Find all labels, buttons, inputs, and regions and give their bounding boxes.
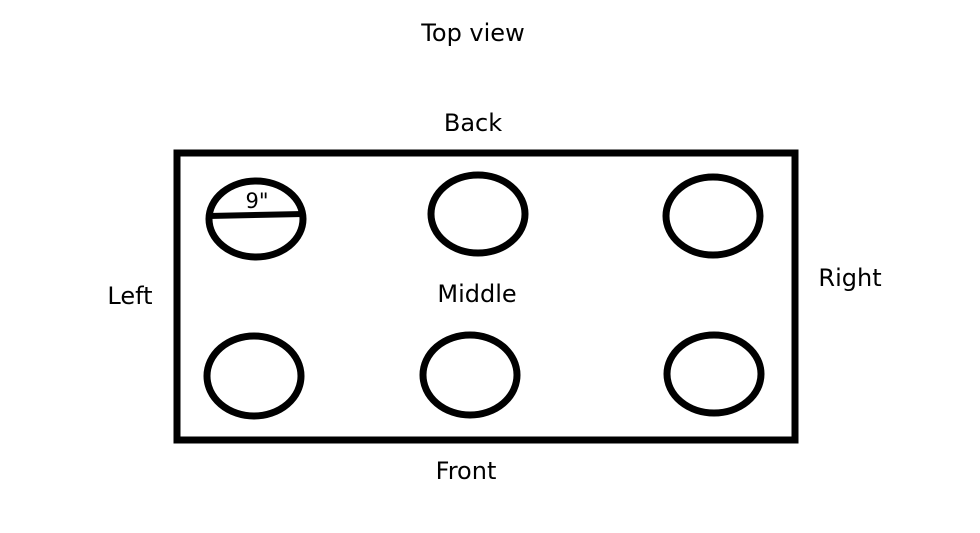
- hole-back-middle: [427, 171, 529, 257]
- hole-front-left: [203, 332, 305, 420]
- right-side-label: Right: [818, 264, 882, 292]
- front-side-label: Front: [435, 457, 497, 485]
- hole-front-right: [663, 331, 765, 417]
- hole-back-left: [205, 177, 307, 261]
- diameter-line: [208, 211, 304, 219]
- diagram-title: Top view: [421, 19, 525, 47]
- back-side-label: Back: [443, 109, 503, 137]
- hole-front-middle: [419, 331, 521, 419]
- hole-back-right: [662, 173, 764, 259]
- middle-label: Middle: [437, 280, 517, 308]
- left-side-label: Left: [107, 282, 153, 310]
- diameter-label: 9": [245, 189, 268, 213]
- table-outline: [173, 149, 799, 444]
